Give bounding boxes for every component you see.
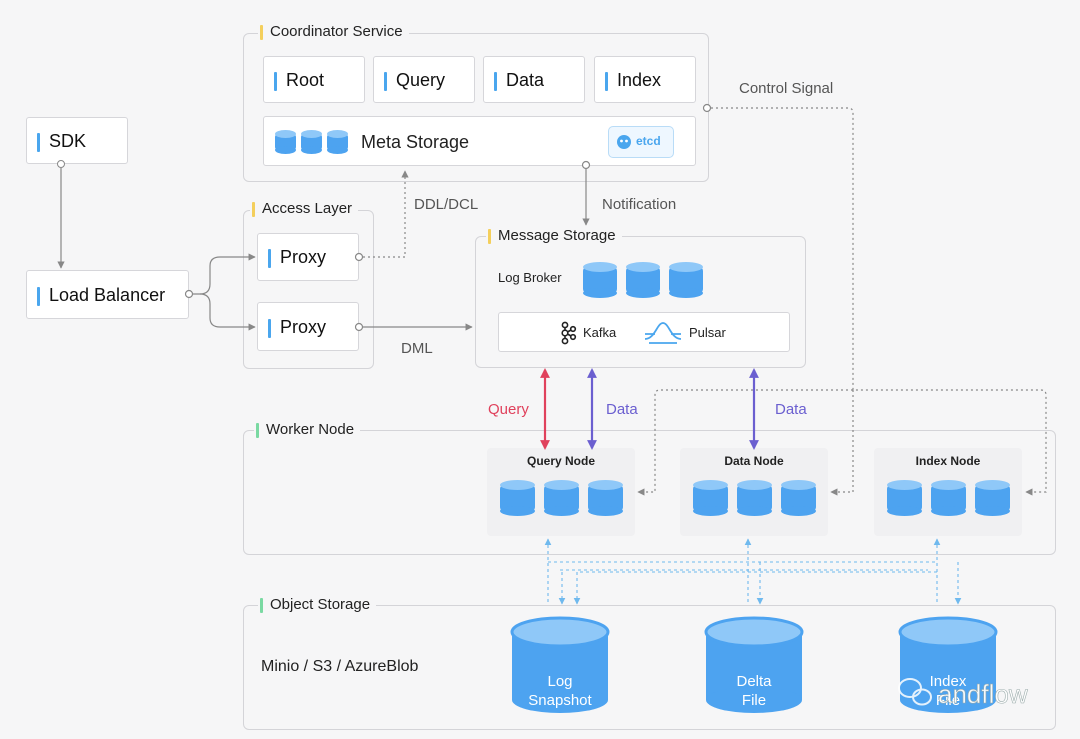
kafka-label: Kafka: [583, 325, 617, 340]
sdk-box: SDK: [26, 117, 128, 164]
data-node-title: Data Node: [724, 454, 784, 468]
query-arrow-label: Query: [488, 401, 529, 418]
log-snapshot-cylinder: Log Snapshot: [510, 616, 610, 713]
delta-file-cylinder: Delta File: [704, 616, 804, 713]
load-balancer-label: Load Balancer: [36, 285, 166, 306]
ddl-dcl-label: DDL/DCL: [414, 196, 479, 213]
coordinator-query-box: Query: [373, 56, 475, 103]
object-storage-title: Object Storage: [258, 596, 377, 613]
log-snapshot-label-2: Snapshot: [528, 692, 592, 709]
etcd-icon: [617, 135, 631, 149]
proxy-label-1: Proxy: [267, 247, 327, 268]
dml-connector: [354, 322, 473, 332]
coordinator-data-label: Data: [493, 70, 545, 91]
data-node-databases: [693, 480, 816, 516]
sdk-label: SDK: [36, 131, 87, 152]
ddl-dcl-connector: [354, 170, 409, 262]
data-arrow-label-1: Data: [606, 401, 638, 418]
index-file-label-2: File: [936, 692, 960, 709]
index-node-databases: [887, 480, 1010, 516]
coordinator-root-label: Root: [273, 70, 325, 91]
kafka-icon: [561, 321, 577, 345]
index-file-cylinder: Index File: [898, 616, 998, 713]
query-node-databases: [500, 480, 623, 516]
kafka-pulsar-box: Kafka Pulsar: [498, 312, 790, 352]
dml-label: DML: [401, 340, 433, 357]
coordinator-root-box: Root: [263, 56, 365, 103]
sdk-to-lb-connector: [57, 160, 65, 269]
watermark: andflow: [898, 678, 1028, 709]
log-broker-label: Log Broker: [498, 270, 562, 285]
data-arrow-label-2: Data: [775, 401, 807, 418]
control-signal-label: Control Signal: [739, 80, 834, 97]
proxy-box-2: Proxy: [257, 302, 359, 351]
proxy-label-2: Proxy: [267, 317, 327, 338]
coordinator-index-label: Index: [604, 70, 662, 91]
object-storage-backends-label: Minio / S3 / AzureBlob: [261, 658, 419, 675]
delta-file-label-2: File: [742, 692, 766, 709]
control-signal-connector: [637, 103, 1047, 496]
index-file-label-1: Index: [930, 673, 967, 690]
etcd-label: etcd: [636, 134, 661, 148]
notification-connector: [581, 160, 591, 226]
delta-file-label-1: Delta: [736, 673, 772, 690]
index-node-title: Index Node: [915, 454, 981, 468]
wechat-icon: [898, 678, 932, 706]
pulsar-label: Pulsar: [689, 325, 726, 340]
log-snapshot-label-1: Log: [547, 673, 572, 690]
query-node-title: Query Node: [526, 454, 595, 468]
worker-node-title: Worker Node: [254, 421, 361, 438]
etcd-badge: etcd: [608, 126, 674, 158]
meta-storage-box: Meta Storage etcd: [263, 116, 696, 166]
lb-to-proxies-connector: [184, 253, 256, 331]
pulsar-icon: [644, 322, 682, 344]
storage-links: [544, 538, 962, 605]
coordinator-index-box: Index: [594, 56, 696, 103]
log-broker-database-icons: [583, 262, 703, 298]
proxy-box-1: Proxy: [257, 233, 359, 281]
coordinator-query-label: Query: [383, 70, 446, 91]
watermark-text: andflow: [938, 679, 1028, 709]
coordinator-service-title: Coordinator Service: [258, 23, 409, 40]
message-storage-title: Message Storage: [486, 227, 622, 244]
coordinator-data-box: Data: [483, 56, 585, 103]
access-layer-title: Access Layer: [250, 200, 359, 217]
meta-storage-database-icons: [275, 130, 348, 154]
meta-storage-label: Meta Storage: [361, 132, 470, 152]
notification-label: Notification: [602, 196, 677, 213]
